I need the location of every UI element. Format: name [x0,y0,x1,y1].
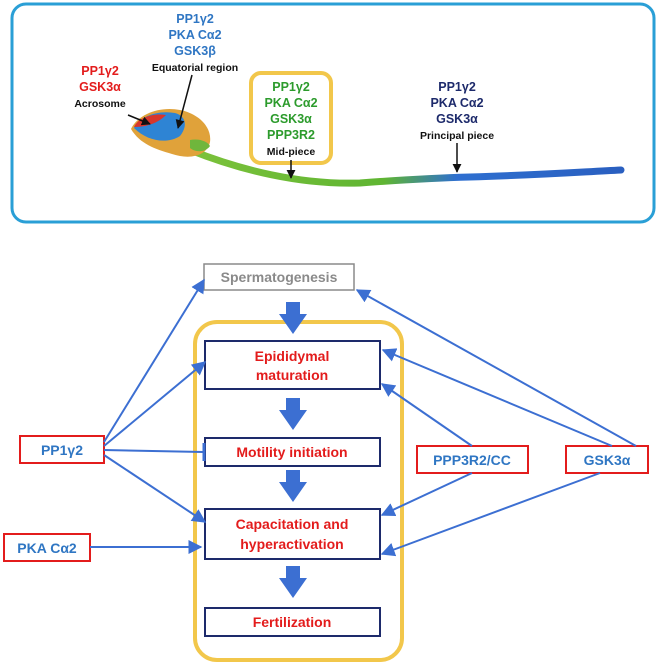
pp1-to-epididymal-arrow [103,361,207,447]
gsk-to-capacitation-arrow [380,472,601,557]
ppp3-box [416,445,529,474]
pp1-box [19,435,105,464]
spermatogenesis-box [203,263,355,291]
principal-protein-3: GSK3α [436,112,478,126]
midpiece-protein-2: PKA Cα2 [264,96,317,110]
midpiece-protein-1: PP1γ2 [272,80,310,94]
pka-box [3,533,91,562]
gsk-box [565,445,649,474]
stage-capacitation-line-2: hyperactivation [240,536,343,552]
stage-box-fertilization [204,607,381,637]
flow-block-arrows [279,302,307,598]
block-arrow-3 [279,470,307,502]
equatorial-protein-1: PP1γ2 [176,12,214,26]
stage-fertilization-label: Fertilization [253,614,332,630]
pka-label: PKA Cα2 [17,540,77,556]
stage-motility-label: Motility initiation [236,444,347,460]
equatorial-protein-3: GSK3β [174,44,216,58]
stage-box-capacitation [204,508,381,560]
gsk-label: GSK3α [584,452,631,468]
block-arrow-4 [279,566,307,598]
ppp3-to-epididymal-arrow [380,383,473,447]
sperm-tail [186,146,625,187]
equatorial-protein-2: PKA Cα2 [168,28,221,42]
acrosome-label: Acrosome [74,98,126,110]
pp1-label: PP1γ2 [41,442,83,458]
stage-box-epididymal [204,340,381,390]
ppp3-to-capacitation-arrow [380,472,473,517]
gsk-to-epididymal-arrow [381,348,613,447]
ppp3-label: PPP3R2/CC [433,452,511,468]
block-arrow-1 [279,302,307,334]
pp1-to-motility-inhibit [103,449,204,453]
spermatogenesis-label: Spermatogenesis [221,269,338,285]
pp1-to-capacitation-arrow [103,454,207,523]
principal-protein-2: PKA Cα2 [430,96,483,110]
pp1-to-spermatogenesis-arrow [103,278,205,443]
midpiece-protein-4: PPP3R2 [267,128,315,142]
stage-epididymal-line-1: Epididymal [255,348,330,364]
principal-label: Principal piece [420,130,494,142]
block-arrow-2 [279,398,307,430]
principal-protein-1: PP1γ2 [438,80,476,94]
gsk-to-spermatogenesis-arrow [355,289,637,447]
acrosome-pointer [127,114,151,126]
midpiece-label: Mid-piece [267,146,316,158]
midpiece-protein-3: GSK3α [270,112,312,126]
stage-capacitation-line-1: Capacitation and [236,516,349,532]
acrosome-protein-2: GSK3α [79,80,121,94]
equatorial-pointer [175,74,193,129]
acrosome-protein-1: PP1γ2 [81,64,119,78]
stage-epididymal-line-2: maturation [256,367,328,383]
equatorial-label: Equatorial region [152,62,238,74]
